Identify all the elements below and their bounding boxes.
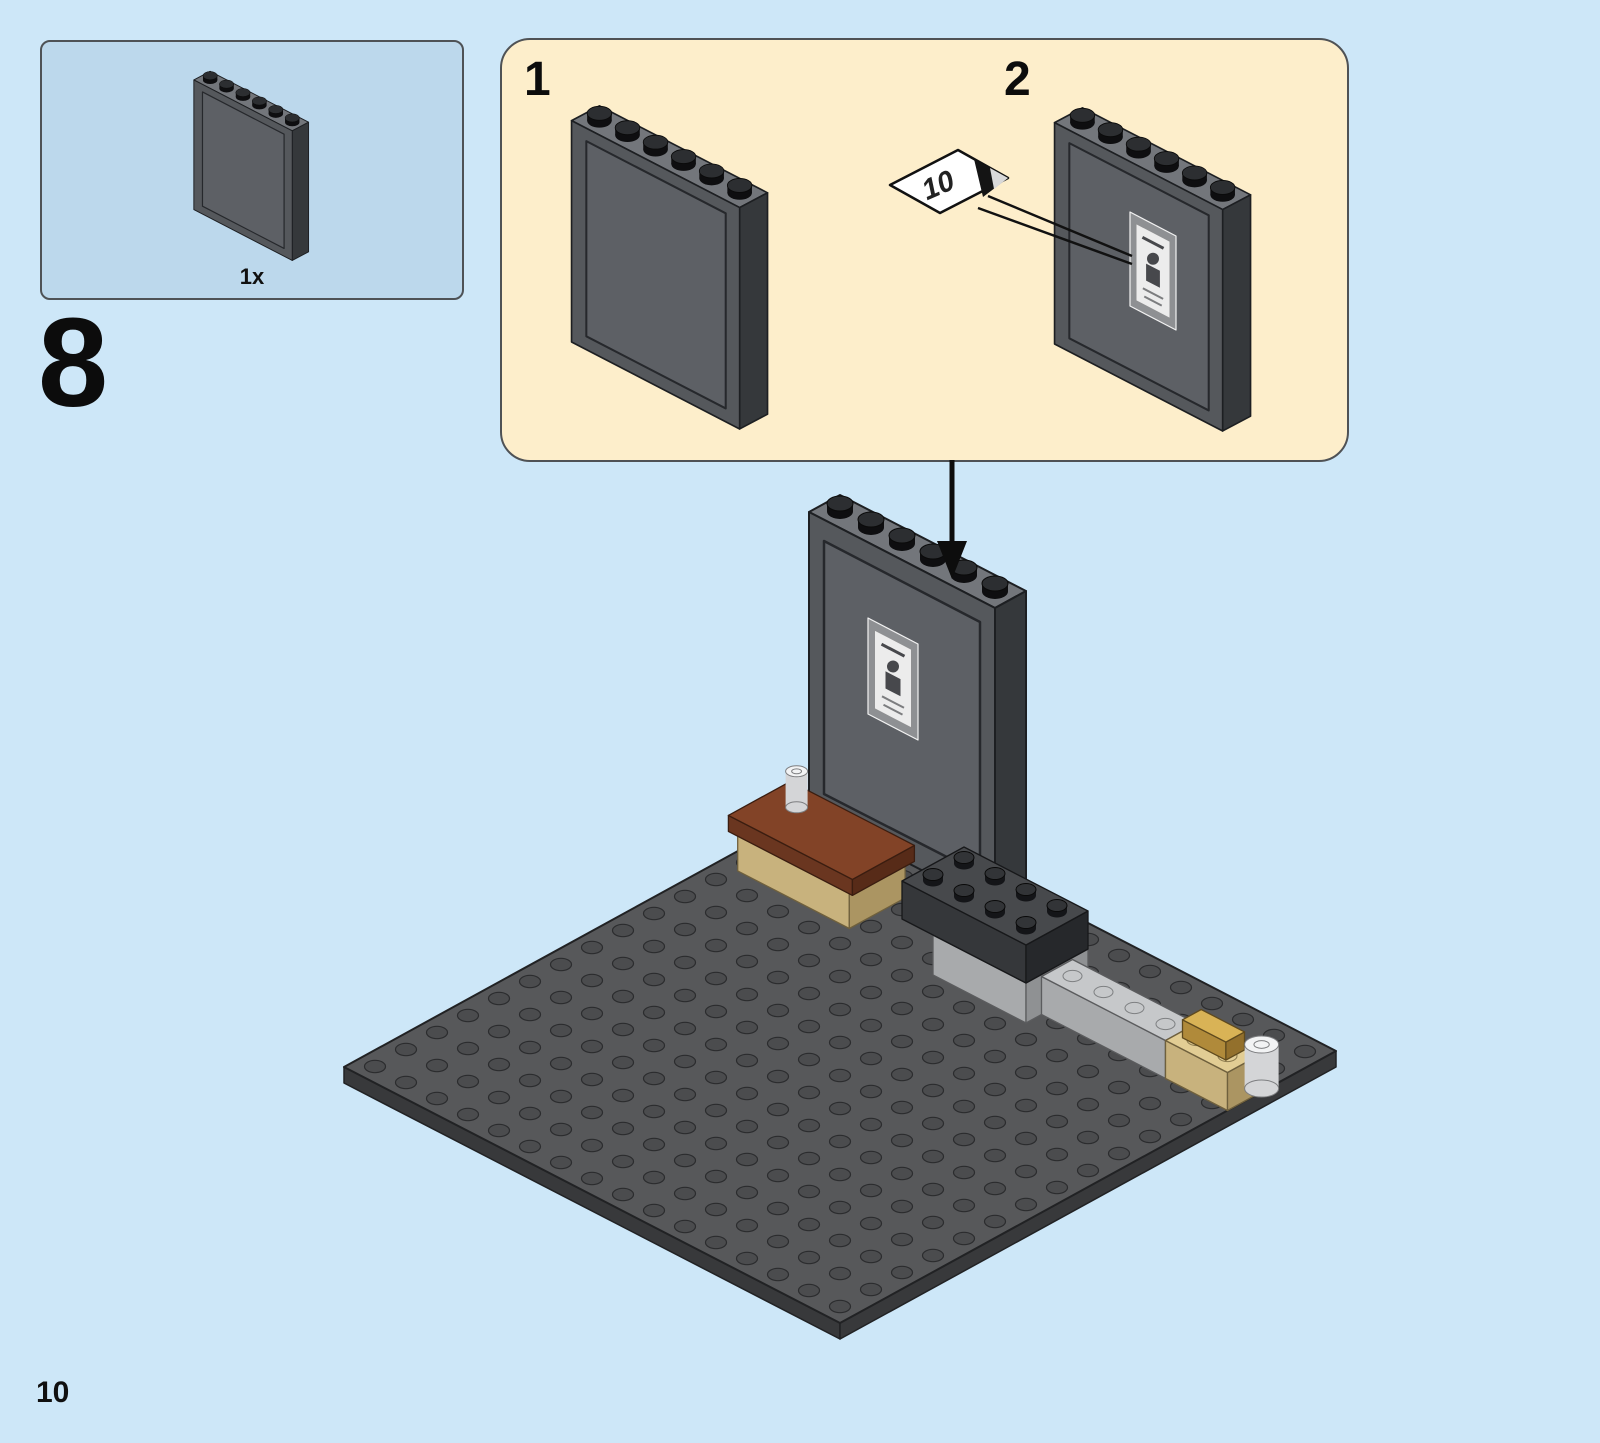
page-number: 10 xyxy=(36,1376,70,1409)
parts-callout-box: 1x xyxy=(40,40,464,300)
baseplate xyxy=(343,794,1337,1340)
substep-callout-box: 1 2 xyxy=(500,38,1349,462)
substep-1-label: 1 xyxy=(524,53,551,106)
assembly xyxy=(343,494,1337,1340)
part-quantity: 1x xyxy=(239,264,265,289)
bricks xyxy=(727,765,1280,1112)
substep-2-label: 2 xyxy=(1004,53,1031,106)
down-arrow xyxy=(937,460,967,579)
step-number: 8 xyxy=(38,292,109,433)
panel-with-sticker xyxy=(808,494,1027,909)
